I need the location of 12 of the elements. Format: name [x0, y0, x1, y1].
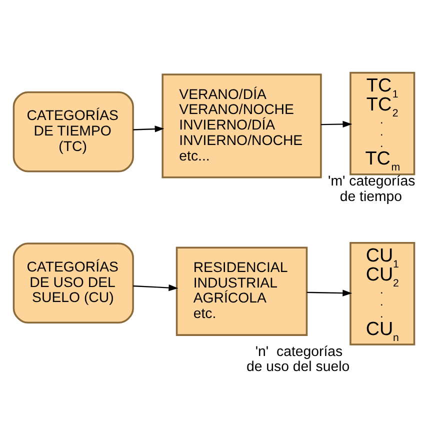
arrow: [320, 120, 352, 128]
node-label: 'n' categorías de uso del suelo: [246, 344, 350, 376]
node-box: VERANO/DÍA VERANO/NOCHE INVIERNO/DÍA INVIERNO/NOCHE etc...: [161, 74, 322, 178]
node-label: 'm' categorías de tiempo: [328, 174, 415, 206]
node-box: CATEGORÍAS DE TIEMPO (TC): [12, 91, 134, 172]
node-box: CATEGORÍAS DE USO DEL SUELO (CU): [12, 242, 134, 324]
arrow: [132, 126, 164, 132]
node-box: CU$_{1}$ CU$_{2}$ . . . CU$_{n}$: [349, 242, 415, 346]
arrow: [132, 284, 178, 292]
arrow: [306, 290, 352, 296]
node-box: TC$_{1}$ TC$_{2}$ . . . TC$_{m}$: [349, 72, 415, 176]
node-box: RESIDENCIAL INDUSTRIAL AGRÍCOLA etc.: [175, 246, 308, 336]
